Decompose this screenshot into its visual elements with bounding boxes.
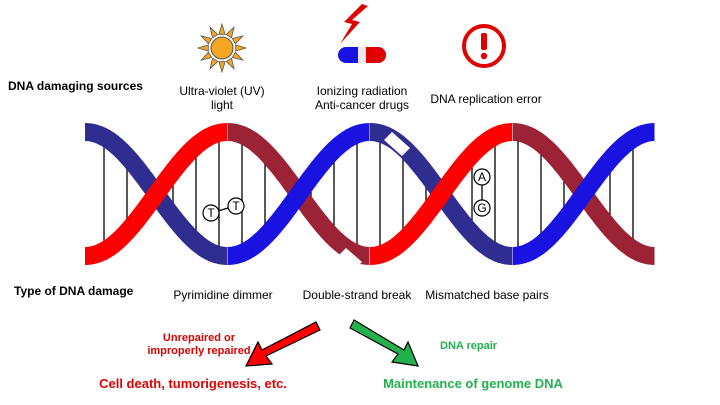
lightning-capsule-icon <box>338 4 386 63</box>
front-strands <box>85 123 655 265</box>
sun-ray <box>199 35 213 45</box>
sun-ray <box>199 51 213 61</box>
back-strands <box>85 123 655 265</box>
sun-ray <box>225 57 235 71</box>
unrepaired-arrow <box>244 321 321 367</box>
mismatch-base-2: G <box>477 201 487 215</box>
strand-segment-front <box>85 123 227 265</box>
dimer-base-1: T <box>207 206 215 220</box>
damage-dsb-label: Double-strand break <box>302 288 412 302</box>
good-outcome-label: Maintenance of genome DNA <box>383 376 563 391</box>
exclamation-circle-icon <box>462 24 506 68</box>
source-radiation-label: Ionizing radiation Anti-cancer drugs <box>314 84 410 112</box>
damage-mismatch-label: Mismatched base pairs <box>425 288 549 302</box>
pyrimidine-dimer <box>202 197 245 222</box>
damage-pyrimidine-label: Pyrimidine dimmer <box>173 288 273 302</box>
unrepaired-label: Unrepaired or improperly repaired <box>147 332 251 357</box>
strand-segment-front <box>227 123 370 265</box>
sun-ray <box>231 35 245 45</box>
dimer-base-2: T <box>232 199 240 213</box>
sources-heading: DNA damaging sources <box>8 79 143 93</box>
source-replication-label: DNA replication error <box>430 92 542 106</box>
bad-outcome-label: Cell death, tumorigenesis, etc. <box>99 376 287 391</box>
strand-segment-front <box>512 123 655 265</box>
sun-ray <box>209 57 219 71</box>
sun-ray <box>209 25 219 39</box>
sun-ray <box>231 51 245 61</box>
strand-segment-front <box>370 123 512 265</box>
sun-ray <box>225 25 235 39</box>
sun-ray <box>196 44 209 52</box>
mismatched-bases <box>473 168 491 217</box>
source-uv-label: Ultra-violet (UV) light <box>179 84 265 112</box>
sun-ray <box>235 44 248 52</box>
mismatch-base-1: A <box>477 170 487 184</box>
sun-ray <box>218 61 226 74</box>
repair-arrow <box>349 319 419 367</box>
sun-icon <box>196 22 248 74</box>
double-strand-break-gap <box>338 132 410 270</box>
sun-ray <box>218 22 226 35</box>
dna-repair-label: DNA repair <box>440 340 498 352</box>
damage-heading: Type of DNA damage <box>14 284 134 298</box>
